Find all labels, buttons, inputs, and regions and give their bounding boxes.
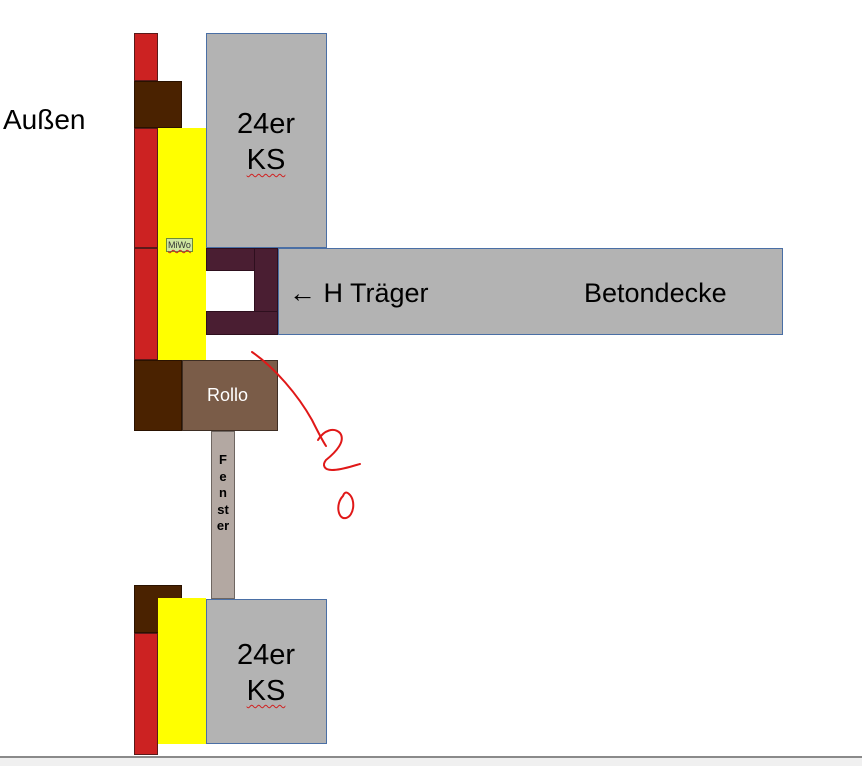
h-beam-bottom-flange: [206, 311, 278, 335]
ceiling-label: Betondecke: [584, 278, 727, 308]
wall-top-thickness: 24er: [236, 108, 296, 140]
facing-brick-upper: [134, 128, 158, 248]
facing-brick-mid: [134, 248, 158, 360]
wall-top-label: 24er KS: [206, 106, 326, 178]
wall-top-material: KS: [246, 144, 286, 176]
below-beam-gap: [206, 335, 278, 360]
masonry-wall-bottom: [206, 599, 327, 744]
facing-brick-bottom: [134, 633, 158, 755]
masonry-wall-top: [206, 33, 327, 248]
lintel-top: [134, 81, 182, 128]
window-label: Fenster: [216, 452, 230, 533]
shutter-label: Rollo: [207, 385, 249, 405]
outside-label: Außen: [3, 104, 86, 135]
annotation-digit-2: [317, 428, 361, 472]
window-frame: [211, 431, 235, 599]
wall-bottom-label: 24er KS: [206, 637, 326, 709]
lintel-over-window: [134, 360, 182, 431]
insulation-label: MiWo: [166, 238, 193, 252]
insulation-lower: [158, 598, 206, 744]
h-beam-label: ← H Träger: [289, 278, 429, 308]
h-beam-cavity: [207, 271, 254, 311]
wall-bottom-thickness: 24er: [236, 639, 296, 671]
wall-bottom-material: KS: [246, 675, 286, 707]
facing-brick-top: [134, 33, 158, 81]
concrete-ceiling: [278, 248, 783, 335]
status-bar: [0, 756, 862, 766]
annotation-digit-0: [337, 491, 355, 520]
shutter-box: [182, 360, 278, 431]
annotation-stroke: [251, 351, 327, 447]
